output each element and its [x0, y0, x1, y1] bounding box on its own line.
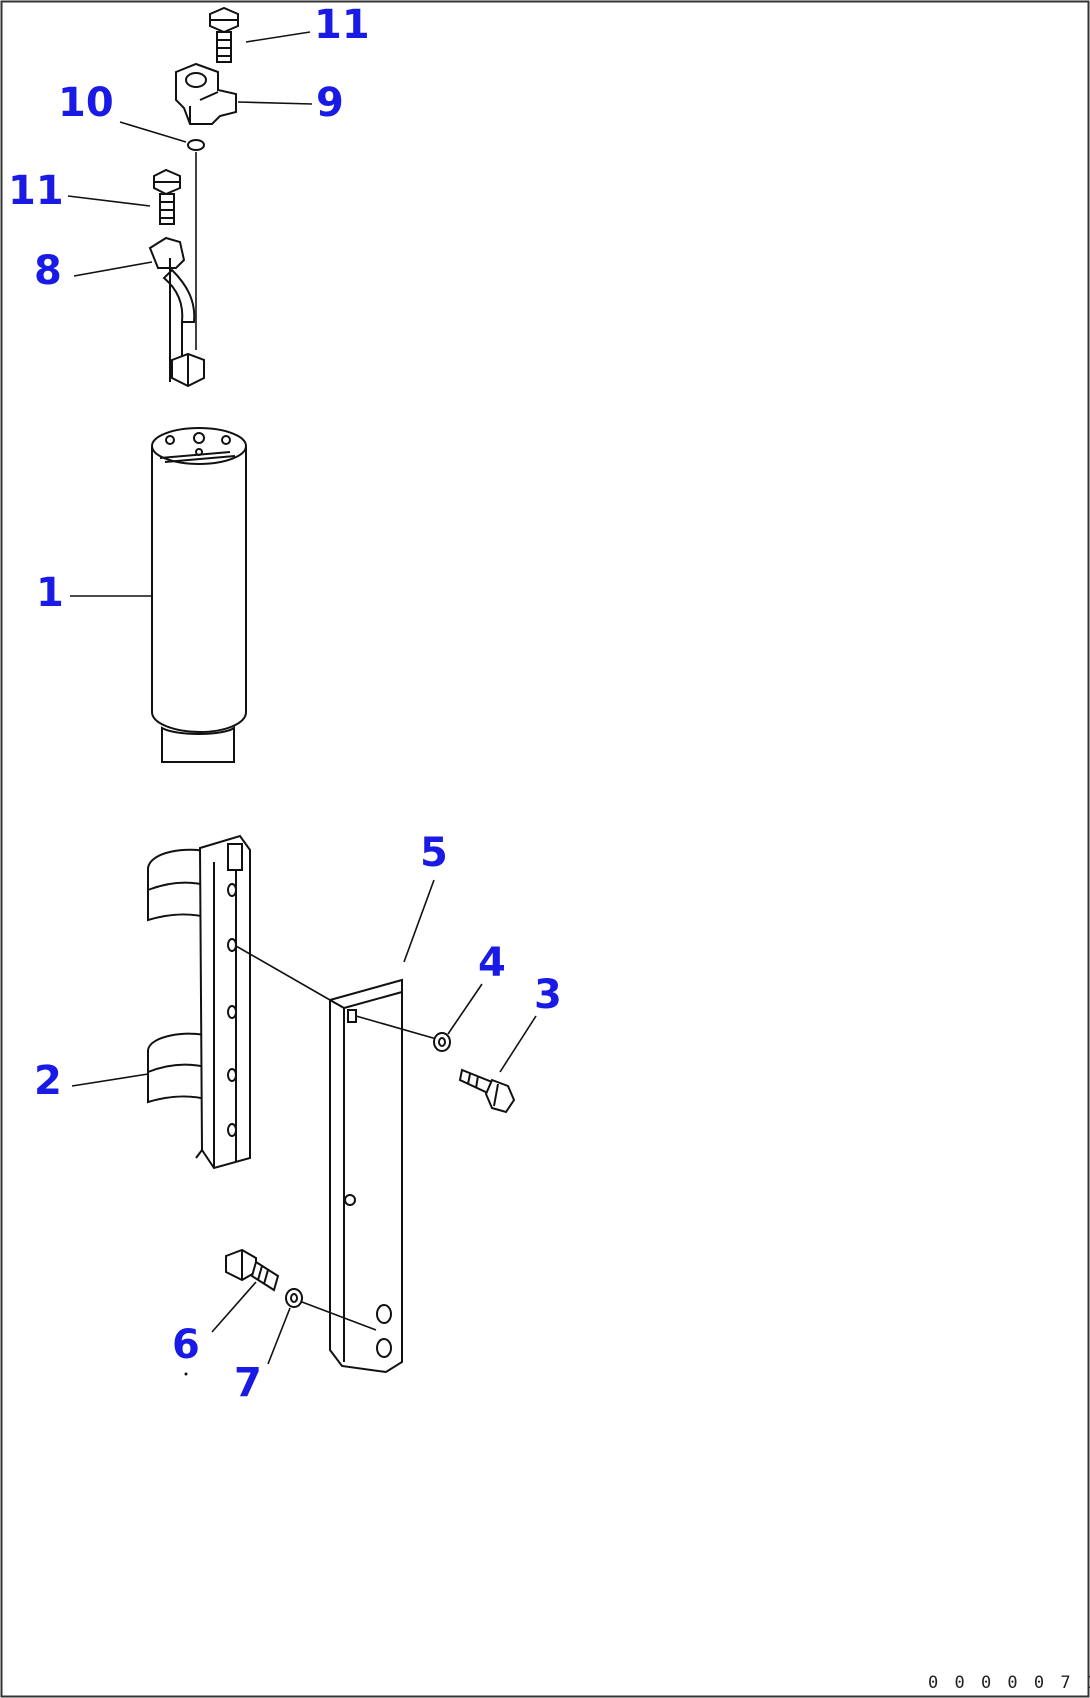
leader-9	[237, 101, 313, 105]
callout-11-mid: 11	[8, 168, 64, 214]
leader-7	[267, 1307, 291, 1365]
callout-8: 8	[34, 248, 62, 294]
leader-3	[499, 1015, 537, 1073]
leader-11-top	[245, 31, 311, 43]
fitting-9	[175, 62, 237, 125]
assembly-line-bracket	[235, 945, 331, 1001]
leader-8	[73, 261, 153, 277]
clamp-bracket-2	[147, 834, 251, 1170]
callout-10: 10	[58, 80, 114, 126]
assembly-line-plate-lower	[301, 1301, 377, 1331]
washer-4	[433, 1032, 451, 1052]
washer-7	[285, 1288, 303, 1308]
o-ring-10	[187, 139, 205, 151]
leader-4	[447, 983, 483, 1035]
hose-fitting-8	[148, 236, 205, 388]
bolt-6	[225, 1248, 280, 1292]
leader-5	[403, 879, 435, 963]
callout-1: 1	[36, 570, 64, 616]
stray-dot	[184, 1372, 188, 1376]
leader-6	[211, 1281, 257, 1333]
bolt-3	[458, 1068, 516, 1114]
callout-4: 4	[478, 940, 506, 986]
leader-11-mid	[67, 195, 151, 207]
leader-2	[71, 1073, 149, 1087]
callout-5: 5	[420, 830, 448, 876]
leader-10	[119, 121, 187, 143]
callout-6: 6	[172, 1322, 200, 1368]
bolt-11-top	[209, 6, 239, 63]
callout-2: 2	[34, 1058, 62, 1104]
receiver-drier-1	[151, 427, 247, 763]
assembly-line-plate-upper	[355, 1015, 441, 1041]
mounting-plate-5	[329, 978, 403, 1374]
callout-7: 7	[234, 1360, 262, 1406]
callout-9: 9	[316, 80, 344, 126]
callout-11-top: 11	[314, 2, 370, 48]
reference-code: 0 0 0 0 0 7 1 2	[928, 1673, 1090, 1693]
bolt-11-mid	[153, 168, 181, 225]
callout-3: 3	[534, 972, 562, 1018]
